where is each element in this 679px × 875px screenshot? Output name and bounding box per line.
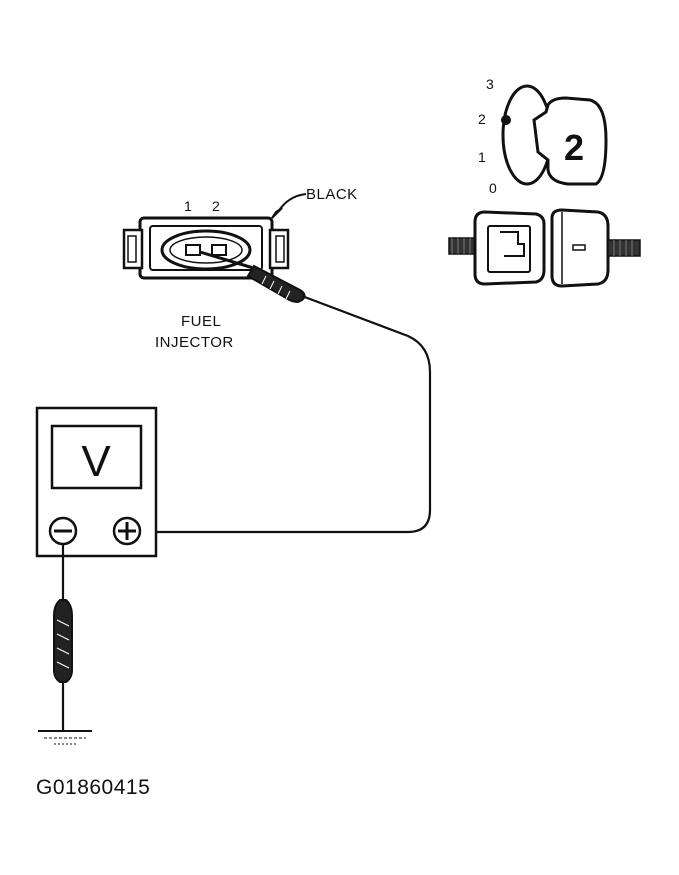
positive-test-lead [146, 294, 432, 534]
position-0-label: 0 [489, 180, 497, 196]
position-3-label: 3 [486, 76, 494, 92]
ground-test-lead [53, 544, 73, 730]
positive-terminal [112, 516, 142, 546]
fuel-injector-connector [122, 216, 290, 280]
ignition-key-cylinder [501, 84, 608, 186]
figure-code: G01860415 [36, 776, 150, 799]
pin-2-label: 2 [212, 198, 220, 214]
position-2-label: 2 [478, 111, 486, 127]
pin-1-label: 1 [184, 198, 192, 214]
key-position-number: 2 [564, 127, 584, 168]
ignition-positions: 3 2 1 0 [478, 76, 497, 196]
wire-color-label: BLACK [306, 186, 358, 203]
meter-display: V [81, 437, 111, 486]
positive-test-probe [199, 250, 306, 304]
black-wire-leader [271, 193, 307, 219]
separated-connector [448, 208, 641, 288]
position-1-label: 1 [478, 149, 486, 165]
ground-symbol [38, 730, 92, 745]
negative-terminal [48, 516, 78, 546]
fuel-label-line2: INJECTOR [155, 334, 234, 351]
fuel-label-line1: FUEL [181, 313, 221, 330]
